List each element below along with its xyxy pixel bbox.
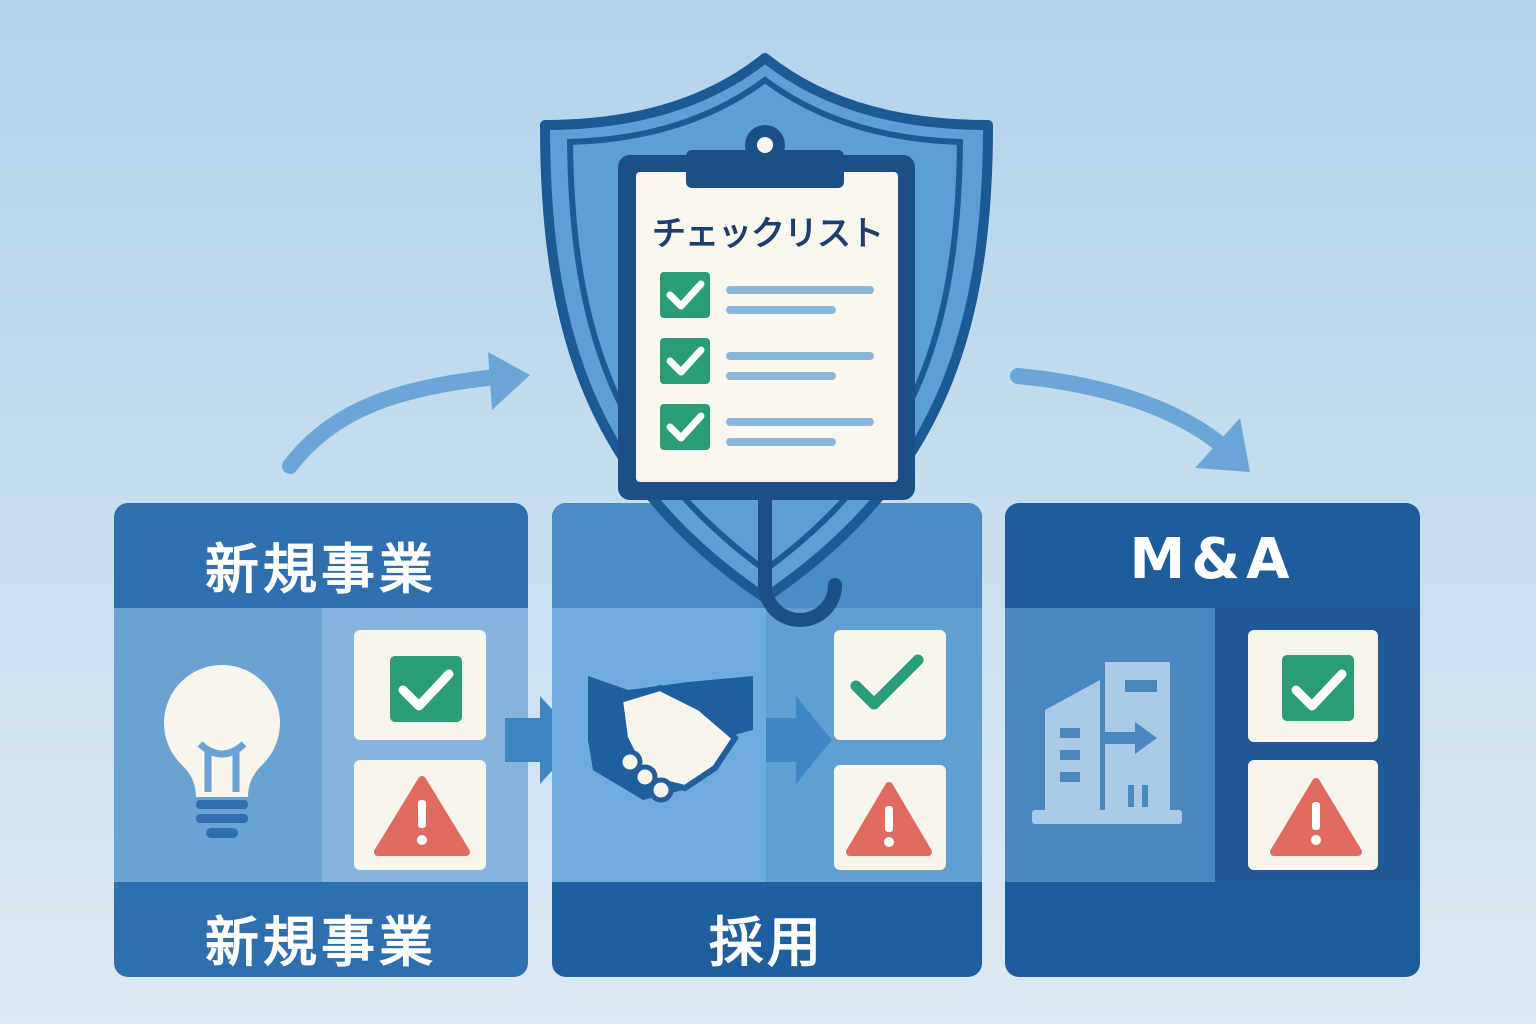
lightbulb-icon — [164, 665, 281, 838]
arrowhead-icon — [488, 352, 530, 410]
panel-hiring — [552, 503, 982, 977]
panel-new-business — [114, 503, 528, 977]
clipboard — [618, 125, 915, 500]
panel-header-new-business: 新規事業 — [205, 538, 437, 601]
arrow-to-checklist — [282, 368, 513, 474]
checklist-item — [660, 338, 874, 384]
arrowhead-icon — [1195, 418, 1250, 472]
warning-icon — [374, 776, 470, 856]
check-icon — [1282, 655, 1354, 721]
checklist-item — [660, 404, 874, 450]
warning-icon — [1270, 778, 1362, 856]
hook-icon — [758, 483, 842, 627]
handshake-icon — [588, 676, 753, 803]
warning-icon — [846, 782, 932, 856]
panel-footer-hiring: 採用 — [709, 911, 825, 974]
arrow-right-icon — [505, 696, 580, 784]
panel-footer-new-business: 新規事業 — [205, 911, 437, 974]
panel-ma — [1005, 503, 1420, 977]
panel-header-ma: M&A — [1129, 527, 1296, 592]
building-icon — [1032, 662, 1182, 824]
arrow-right-icon — [766, 696, 832, 784]
arrow-to-ma — [1010, 368, 1233, 456]
checklist-title: チェックリスト — [652, 214, 884, 254]
check-icon — [850, 654, 924, 710]
checklist-item — [660, 272, 874, 318]
check-icon — [390, 656, 462, 722]
